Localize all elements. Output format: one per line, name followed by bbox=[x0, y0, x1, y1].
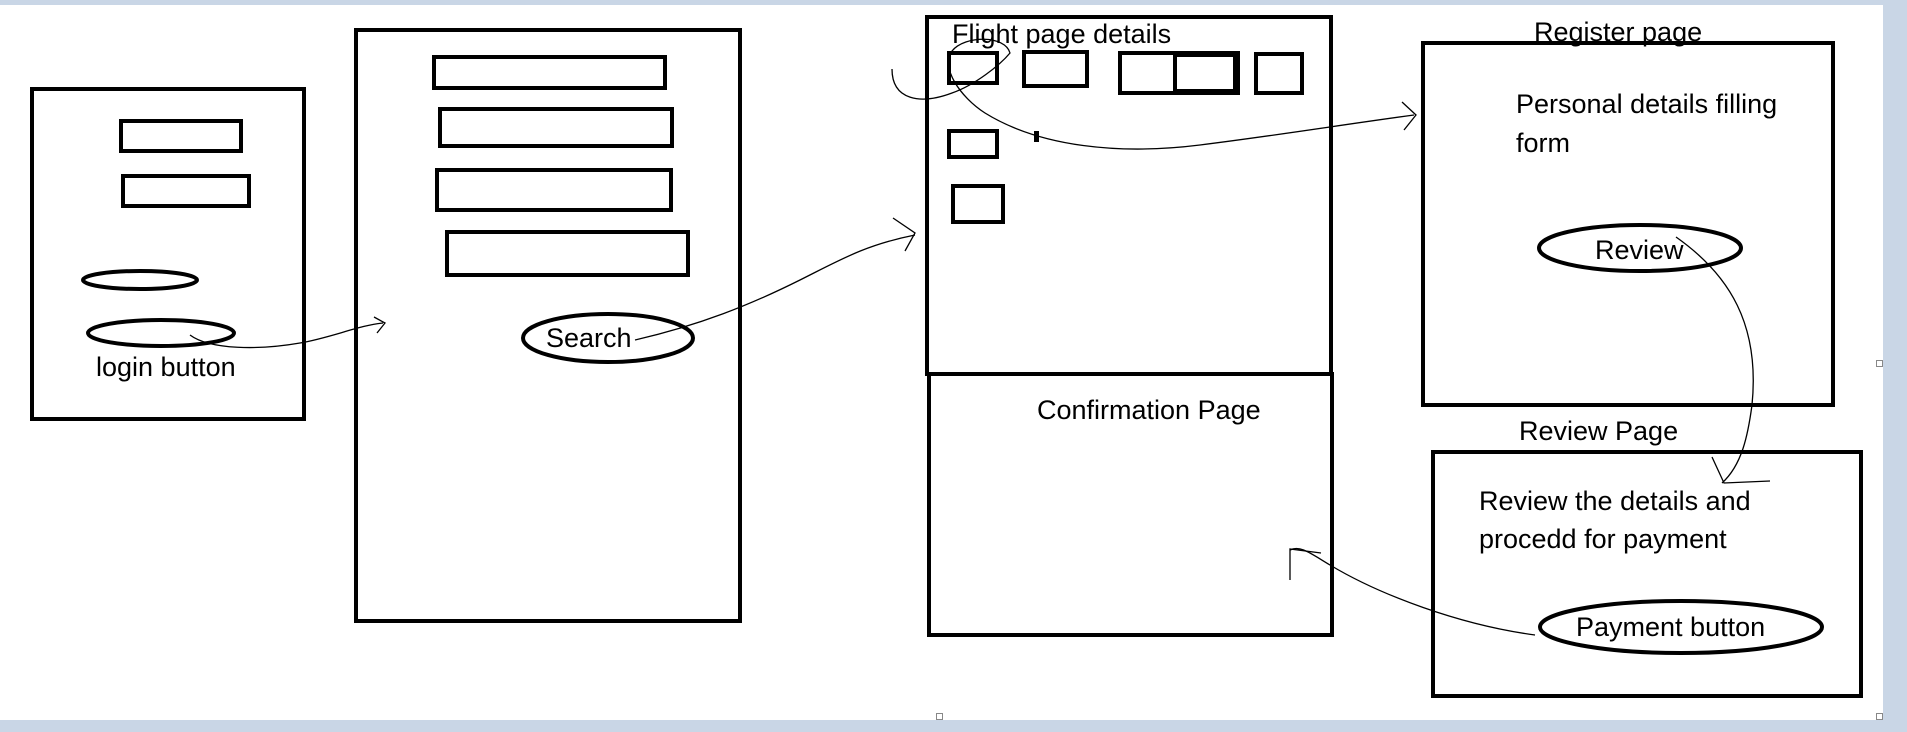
arrowhead-review bbox=[1711, 456, 1771, 484]
connector-search-to-flight bbox=[634, 234, 916, 341]
resize-handle-bottom[interactable] bbox=[936, 713, 943, 720]
arrowhead-flight bbox=[892, 217, 916, 252]
resize-handle-right[interactable] bbox=[1876, 360, 1883, 367]
payment-button-label: Payment button bbox=[1576, 612, 1766, 642]
flight-box-6 bbox=[947, 129, 999, 159]
wireframe-drawing bbox=[30, 15, 1863, 698]
review-button-oval bbox=[1537, 223, 1743, 273]
diagram-canvas: login button Search Flight page details … bbox=[0, 5, 1883, 720]
flight-box-7 bbox=[951, 184, 1005, 224]
arrowhead-confirmation bbox=[1289, 548, 1322, 580]
arrowhead-register bbox=[1401, 101, 1417, 131]
register-form-text-line2: form bbox=[1516, 128, 1570, 158]
confirmation-screen-frame bbox=[927, 372, 1334, 637]
flight-box-1 bbox=[947, 51, 999, 85]
login-button-label: login button bbox=[96, 352, 236, 382]
confirmation-page-title: Confirmation Page bbox=[1037, 395, 1261, 425]
connector-register-to-review bbox=[1675, 236, 1754, 484]
resize-handle-corner[interactable] bbox=[1876, 713, 1883, 720]
register-page-title: Register page bbox=[1534, 17, 1703, 47]
review-text-line2: procedd for payment bbox=[1479, 524, 1727, 554]
flight-box-5 bbox=[1254, 52, 1304, 95]
login-secondary-oval bbox=[81, 269, 199, 291]
search-field-1 bbox=[432, 55, 667, 90]
login-screen-frame bbox=[30, 87, 306, 421]
payment-button-oval bbox=[1538, 599, 1824, 655]
review-screen-frame bbox=[1431, 450, 1863, 698]
flight-box-4 bbox=[1173, 53, 1237, 93]
review-button-label: Review bbox=[1595, 235, 1684, 265]
connector-login-to-search bbox=[189, 322, 384, 349]
search-field-4 bbox=[445, 230, 690, 277]
search-field-2 bbox=[438, 107, 674, 148]
connector-flight-to-register bbox=[891, 38, 1415, 150]
login-password-field bbox=[121, 174, 251, 208]
search-screen-frame bbox=[354, 28, 742, 623]
login-button-oval bbox=[86, 318, 236, 348]
search-button-label: Search bbox=[546, 323, 632, 353]
flight-screen-frame bbox=[925, 15, 1333, 376]
search-button-oval bbox=[521, 312, 695, 364]
flight-dot bbox=[1034, 131, 1039, 142]
register-screen-frame bbox=[1421, 41, 1835, 407]
flight-box-3 bbox=[1118, 51, 1240, 95]
register-form-text-line1: Personal details filling bbox=[1516, 89, 1778, 119]
login-username-field bbox=[119, 119, 243, 153]
connector-review-to-confirmation bbox=[1289, 547, 1536, 636]
search-field-3 bbox=[435, 168, 673, 212]
flight-page-title: Flight page details bbox=[952, 19, 1172, 49]
arrowhead-search bbox=[373, 316, 386, 334]
review-page-title: Review Page bbox=[1519, 416, 1679, 446]
review-text-line1: Review the details and bbox=[1479, 486, 1751, 516]
flight-box-2 bbox=[1022, 50, 1089, 88]
